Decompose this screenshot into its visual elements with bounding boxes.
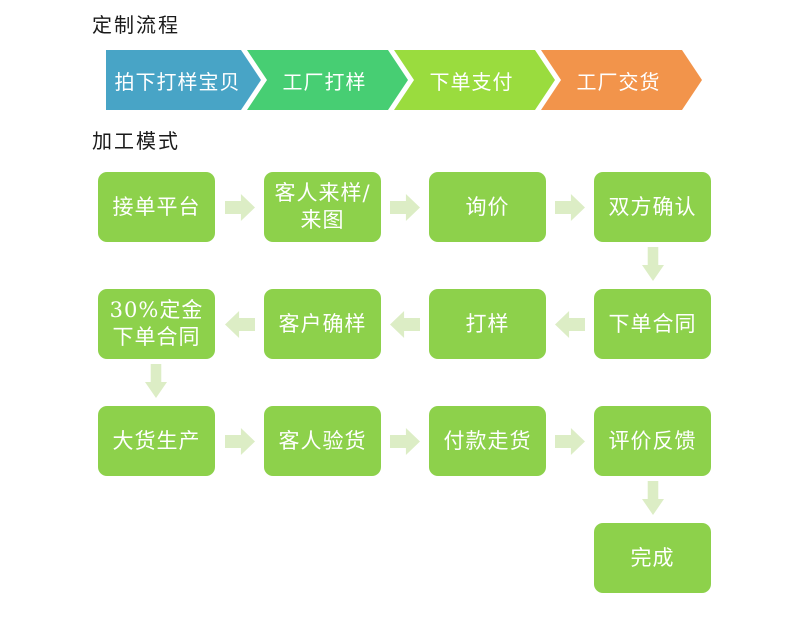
arrow-down-icon <box>642 481 664 515</box>
banner-step-2: 工厂打样 <box>247 50 408 110</box>
arrow-left-icon <box>555 311 585 338</box>
banner-step-4-label: 工厂交货 <box>576 69 661 94</box>
arrow-right-icon <box>390 194 420 221</box>
flow-box-sampling: 打样 <box>429 289 546 359</box>
arrow-down-icon <box>145 364 167 398</box>
flow-box-review-feedback: 评价反馈 <box>594 406 711 476</box>
section-title-customization: 定制流程 <box>92 13 180 37</box>
arrow-left-icon <box>225 311 255 338</box>
flow-box-sample-confirm: 客户确样 <box>264 289 381 359</box>
section-title-processing: 加工模式 <box>92 129 180 153</box>
flow-box-goods-inspection: 客人验货 <box>264 406 381 476</box>
banner-step-1: 拍下打样宝贝 <box>106 50 261 110</box>
flow-box-mutual-confirm: 双方确认 <box>594 172 711 242</box>
process-banner: 拍下打样宝贝 工厂打样 下单支付 工厂交货 <box>106 50 702 110</box>
flow-box-order-platform: 接单平台 <box>98 172 215 242</box>
arrow-right-icon <box>555 194 585 221</box>
arrow-left-icon <box>390 311 420 338</box>
banner-step-3-label: 下单支付 <box>429 69 514 94</box>
banner-step-2-label: 工厂打样 <box>282 69 367 94</box>
flow-box-inquiry: 询价 <box>429 172 546 242</box>
arrow-down-icon <box>642 247 664 281</box>
flow-box-order-contract: 下单合同 <box>594 289 711 359</box>
flow-box-deposit-contract: 30%定金 下单合同 <box>98 289 215 359</box>
arrow-right-icon <box>225 428 255 455</box>
flow-box-complete: 完成 <box>594 523 711 593</box>
arrow-right-icon <box>390 428 420 455</box>
arrow-right-icon <box>225 194 255 221</box>
flow-box-payment-shipping: 付款走货 <box>429 406 546 476</box>
arrow-right-icon <box>555 428 585 455</box>
banner-step-4: 工厂交货 <box>541 50 702 110</box>
flow-box-customer-sample: 客人来样/ 来图 <box>264 172 381 242</box>
flow-box-bulk-production: 大货生产 <box>98 406 215 476</box>
banner-step-1-label: 拍下打样宝贝 <box>114 69 241 94</box>
banner-step-3: 下单支付 <box>394 50 555 110</box>
